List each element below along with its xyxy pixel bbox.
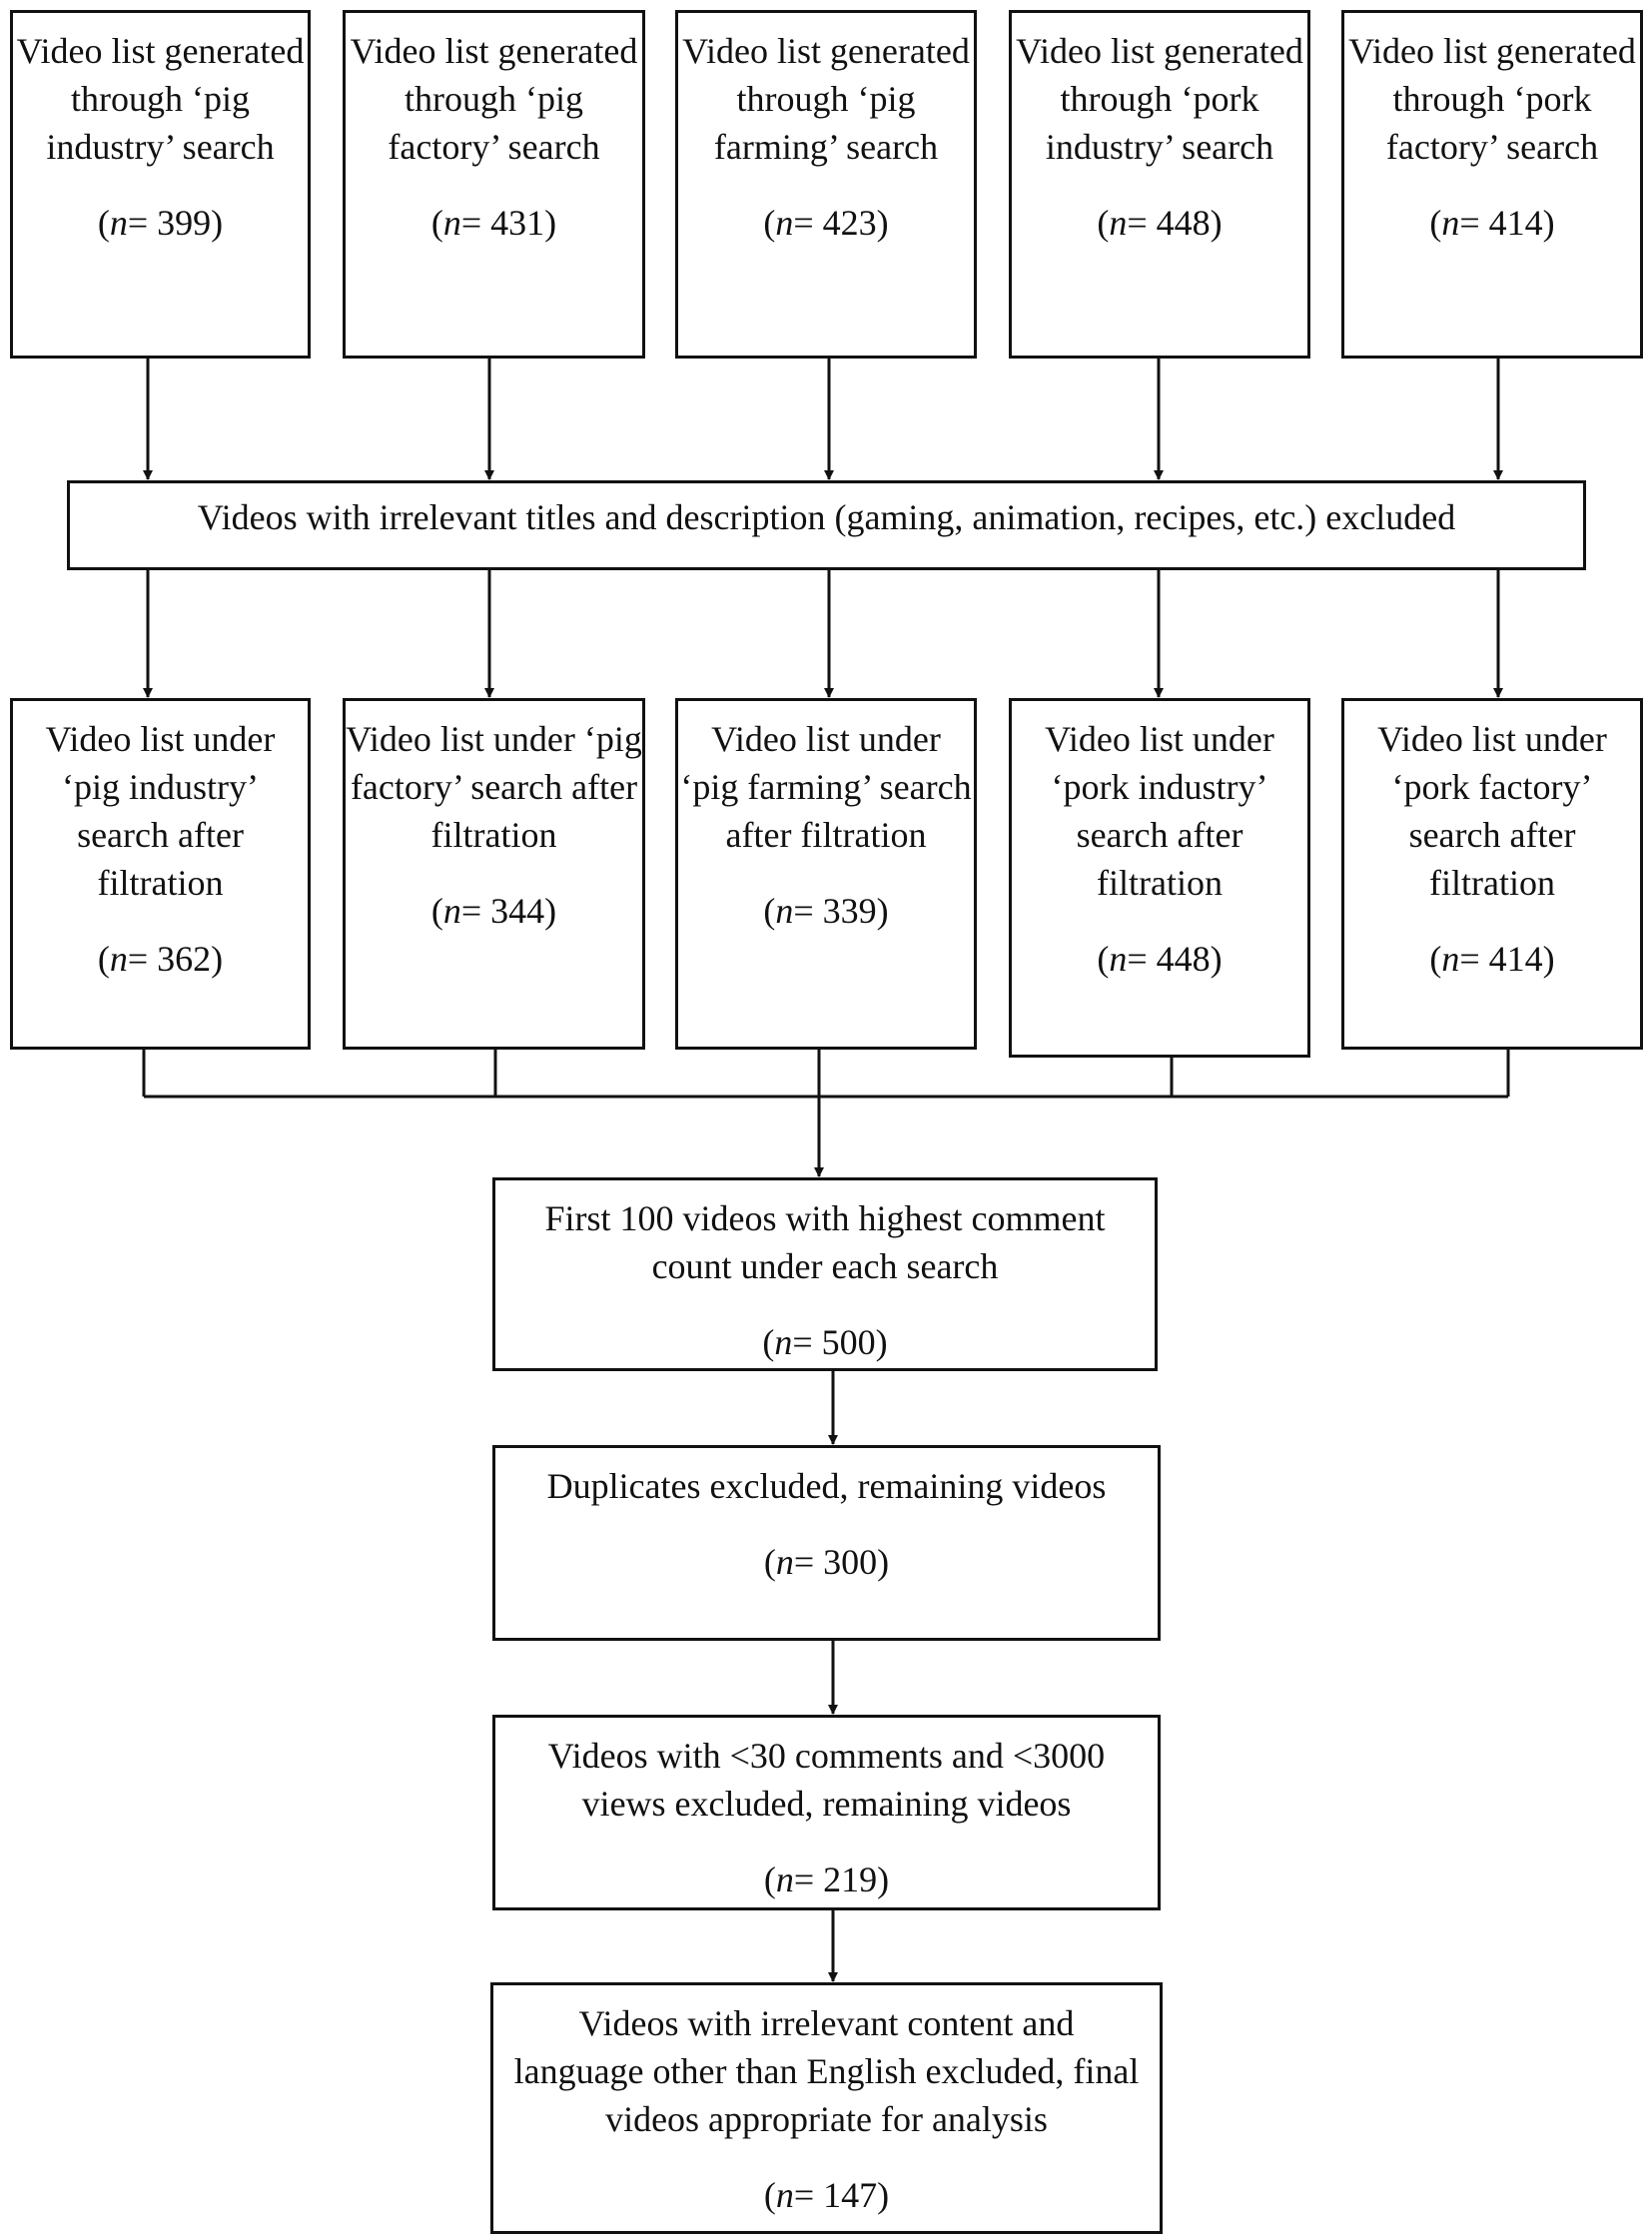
box-text: Video list under ‘pig farming’ search af… [680,719,972,855]
box-count: (n= 339) [763,891,889,931]
box-text: Video list under ‘pig factory’ search af… [346,719,642,855]
box-text: Video list generated through ‘pork facto… [1348,31,1636,167]
box-count: (n= 500) [762,1322,888,1362]
box-count: (n= 399) [97,203,224,243]
filtered-box-pork-industry: Video list under ‘pork industry’ search … [1009,698,1310,1058]
box-text: Videos with irrelevant content and langu… [513,2003,1140,2139]
source-box-pig-farming: Video list generated through ‘pig farmin… [675,10,977,359]
filter-step-box: Videos with irrelevant titles and descri… [67,480,1586,570]
box-count: (n= 147) [763,2175,890,2215]
box-text: Video list generated through ‘pork indus… [1016,31,1303,167]
step-box-threshold-excluded: Videos with <30 comments and <3000 views… [492,1715,1161,1910]
filtered-box-pig-industry: Video list under ‘pig industry’ search a… [10,698,311,1050]
box-count: (n= 300) [763,1542,890,1582]
box-text: Video list under ‘pork factory’ search a… [1377,719,1607,903]
box-count: (n= 431) [430,203,557,243]
box-text: Video list generated through ‘pig farmin… [682,31,970,167]
box-text: Duplicates excluded, remaining videos [546,1466,1107,1506]
source-box-pork-industry: Video list generated through ‘pork indus… [1009,10,1310,359]
filtered-box-pig-farming: Video list under ‘pig farming’ search af… [675,698,977,1050]
step-box-top-100: First 100 videos with highest comment co… [492,1177,1158,1371]
box-count: (n= 414) [1429,203,1555,243]
step-box-duplicates-excluded: Duplicates excluded, remaining videos (n… [492,1445,1161,1641]
source-box-pig-industry: Video list generated through ‘pig indust… [10,10,311,359]
box-text: Video list under ‘pork industry’ search … [1045,719,1274,903]
box-count: (n= 344) [430,891,557,931]
box-text: Video list under ‘pig industry’ search a… [45,719,276,903]
box-text: Video list generated through ‘pig factor… [350,31,638,167]
filtered-box-pig-factory: Video list under ‘pig factory’ search af… [343,698,645,1050]
box-text: Video list generated through ‘pig indust… [16,31,305,167]
box-text: Videos with <30 comments and <3000 views… [547,1736,1106,1824]
filtered-box-pork-factory: Video list under ‘pork factory’ search a… [1341,698,1643,1050]
box-text: Videos with irrelevant titles and descri… [197,497,1456,537]
box-count: (n= 414) [1429,939,1555,979]
step-box-final-videos: Videos with irrelevant content and langu… [490,1982,1163,2234]
source-box-pig-factory: Video list generated through ‘pig factor… [343,10,645,359]
box-count: (n= 219) [763,1860,890,1899]
box-count: (n= 448) [1097,203,1223,243]
box-count: (n= 448) [1097,939,1223,979]
box-text: First 100 videos with highest comment co… [544,1198,1106,1286]
box-count: (n= 362) [97,939,224,979]
box-count: (n= 423) [763,203,889,243]
source-box-pork-factory: Video list generated through ‘pork facto… [1341,10,1643,359]
